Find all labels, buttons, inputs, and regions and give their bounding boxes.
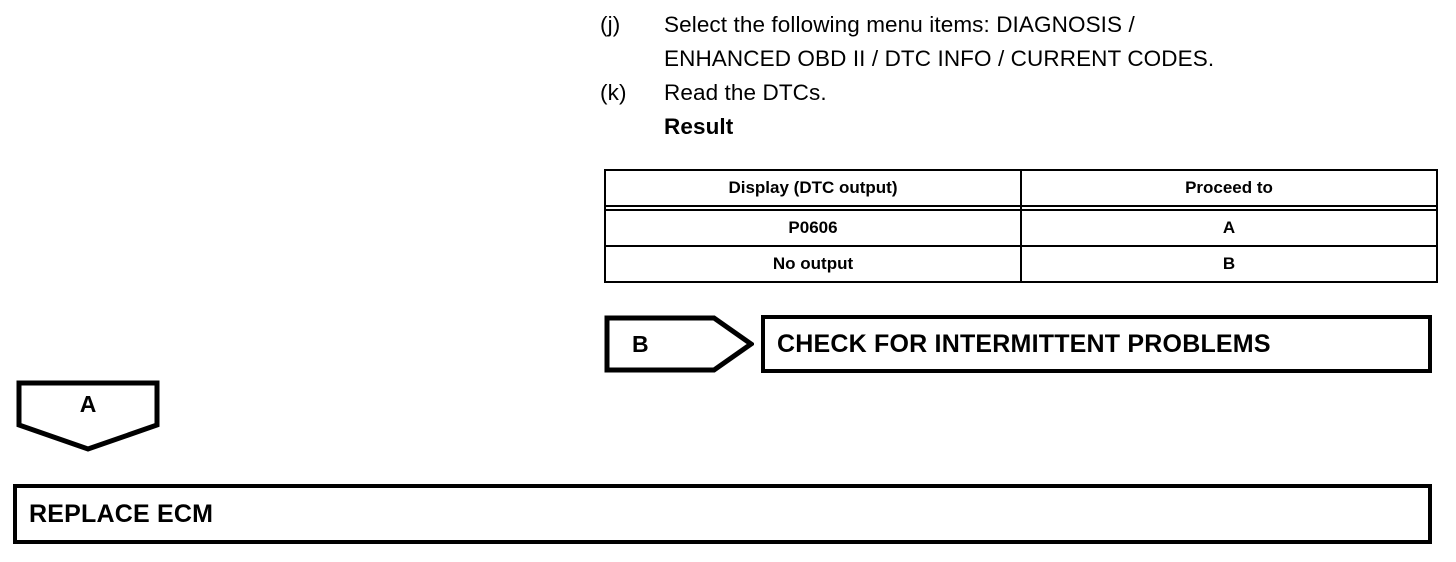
- step-body-j: Select the following menu items: DIAGNOS…: [664, 8, 1440, 76]
- table-header-row: Display (DTC output) Proceed to: [604, 169, 1438, 207]
- rule-cell: [1020, 205, 1438, 210]
- cell-proceed-value: A: [1020, 209, 1438, 247]
- cell-proceed-value: B: [1020, 245, 1438, 283]
- action-box-check-label: CHECK FOR INTERMITTENT PROBLEMS: [777, 329, 1271, 358]
- right-pentagon-icon: [604, 315, 754, 373]
- action-box-replace-label: REPLACE ECM: [29, 499, 214, 528]
- instruction-step-j: (j) Select the following menu items: DIA…: [600, 8, 1440, 76]
- instruction-list: (j) Select the following menu items: DIA…: [600, 8, 1440, 144]
- step-marker-k: (k): [600, 80, 627, 105]
- connector-b-shape: [604, 315, 754, 373]
- result-table: Display (DTC output) Proceed to P0606 A …: [604, 169, 1438, 283]
- instruction-step-k: (k) Read the DTCs. Result: [600, 76, 1440, 144]
- action-box-replace-ecm: REPLACE ECM: [13, 484, 1432, 544]
- connector-b-label: B: [632, 331, 649, 357]
- rule-cell: [604, 205, 1022, 210]
- down-pentagon-icon: [16, 380, 160, 452]
- step-marker-j: (j): [600, 12, 621, 37]
- connector-a-label: A: [79, 391, 97, 417]
- step-line: Select the following menu items: DIAGNOS…: [664, 12, 1135, 37]
- table-row: No output B: [604, 245, 1438, 283]
- action-box-check-intermittent: CHECK FOR INTERMITTENT PROBLEMS: [761, 315, 1432, 373]
- column-header-proceed-to: Proceed to: [1020, 169, 1438, 207]
- connector-a-shape: [16, 380, 160, 452]
- step-line: Read the DTCs.: [664, 80, 827, 105]
- result-heading: Result: [664, 114, 734, 139]
- cell-display-value: P0606: [604, 209, 1022, 247]
- column-header-display: Display (DTC output): [604, 169, 1022, 207]
- table-row: P0606 A: [604, 209, 1438, 247]
- cell-display-value: No output: [604, 245, 1022, 283]
- step-body-k: Read the DTCs. Result: [664, 76, 1440, 144]
- table-header-double-rule: [604, 205, 1438, 210]
- step-line: ENHANCED OBD II / DTC INFO / CURRENT COD…: [664, 46, 1215, 71]
